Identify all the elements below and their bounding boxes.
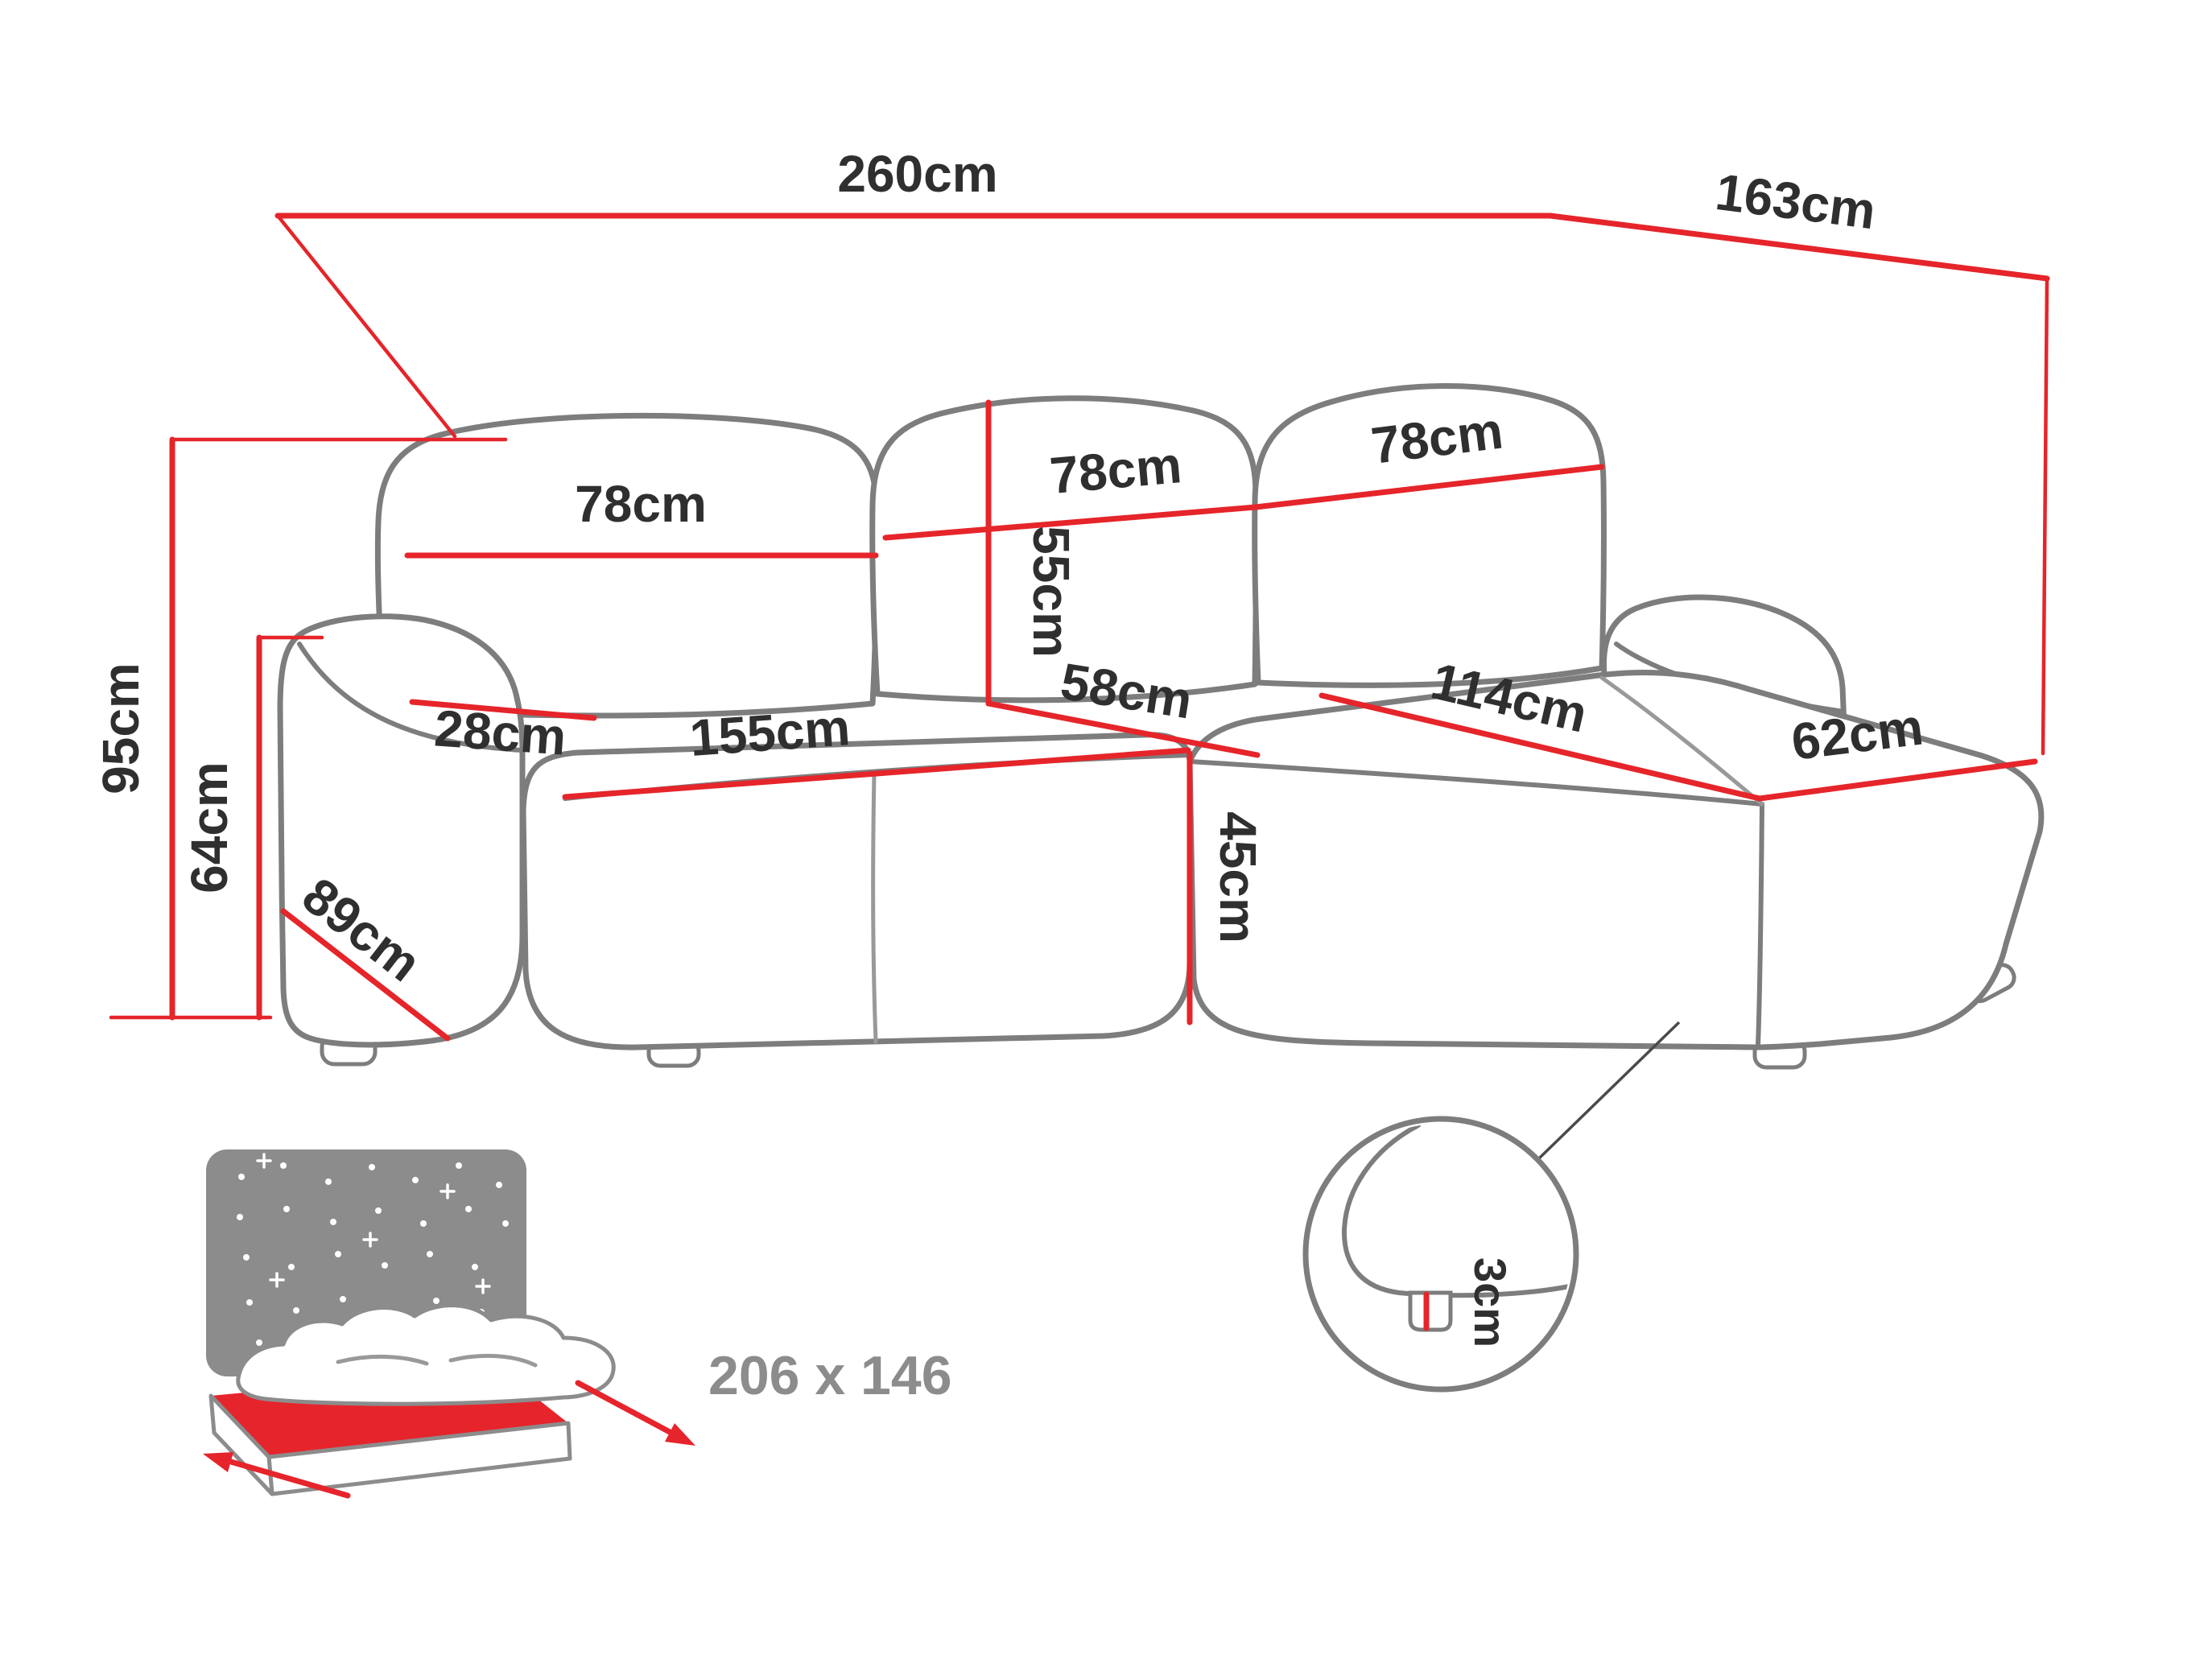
chaise-front-corner-edge xyxy=(1756,802,1764,1047)
dim-label-back-cushion-2: 78cm xyxy=(1047,435,1183,505)
dim-line-back-cushion-2 xyxy=(882,504,1259,541)
dim-label-backrest-height: 55cm xyxy=(1022,526,1080,658)
dim-label-seat-height: 45cm xyxy=(1209,811,1267,943)
unfold-arrow-right xyxy=(575,1380,695,1446)
leg-detail-foot xyxy=(1408,1290,1453,1332)
dim-line-chaise-width xyxy=(1756,758,2038,802)
dim-line-total-depth xyxy=(1547,213,2050,282)
dim-extension-left xyxy=(275,213,457,439)
sofa xyxy=(277,383,2045,1070)
leg-detail-sofa-corner xyxy=(1341,1124,1571,1298)
back-cushion-1 xyxy=(374,412,880,719)
dim-line-armrest-width xyxy=(409,699,597,721)
dim-label-seat-width: 155cm xyxy=(688,698,852,767)
seat xyxy=(520,732,1193,1050)
sleeping-size-label: 206 x 146 xyxy=(708,1345,952,1406)
unfold-arrow-left xyxy=(203,1452,351,1499)
back-cushion-3 xyxy=(1252,383,1607,688)
dim-label-leg-height: 3cm xyxy=(1465,1257,1516,1347)
chaise xyxy=(1186,670,2045,1050)
dimension-lines xyxy=(109,213,2050,1042)
duvet-folds xyxy=(336,1353,538,1368)
dim-line-seat-depth xyxy=(985,700,1261,758)
dim-line-armrest-depth xyxy=(280,908,451,1042)
duvet xyxy=(236,1303,616,1406)
leg-detail-leader-line xyxy=(1536,1021,1681,1162)
back-cushion-2 xyxy=(869,395,1259,704)
dim-extension-right xyxy=(2041,276,2049,756)
dim-line-seat-width xyxy=(562,747,1191,800)
leg-detail: 3cm xyxy=(1302,1021,1681,1393)
chaise-top-front-edge xyxy=(1187,759,1764,807)
seat-cushion-seam xyxy=(871,770,878,1044)
dim-label-armrest-height: 64cm xyxy=(180,761,238,893)
leg-detail-circle xyxy=(1302,1116,1579,1393)
left-armrest-scoop xyxy=(297,642,525,753)
dim-line-chaise-length xyxy=(1319,692,1763,802)
chaise-seam xyxy=(1599,675,1764,807)
bed-icon: 206 x 146 xyxy=(203,1149,952,1499)
dim-line-back-cushion-3 xyxy=(1253,464,1605,510)
dim-label-total-depth: 163cm xyxy=(1712,163,1879,240)
dim-label-total-width: 260cm xyxy=(837,145,997,203)
dim-label-armrest-width: 28cm xyxy=(432,699,567,766)
left-armrest xyxy=(277,613,526,1048)
dim-label-back-cushion-1: 78cm xyxy=(575,475,707,533)
dim-label-total-height: 95cm xyxy=(92,662,150,794)
